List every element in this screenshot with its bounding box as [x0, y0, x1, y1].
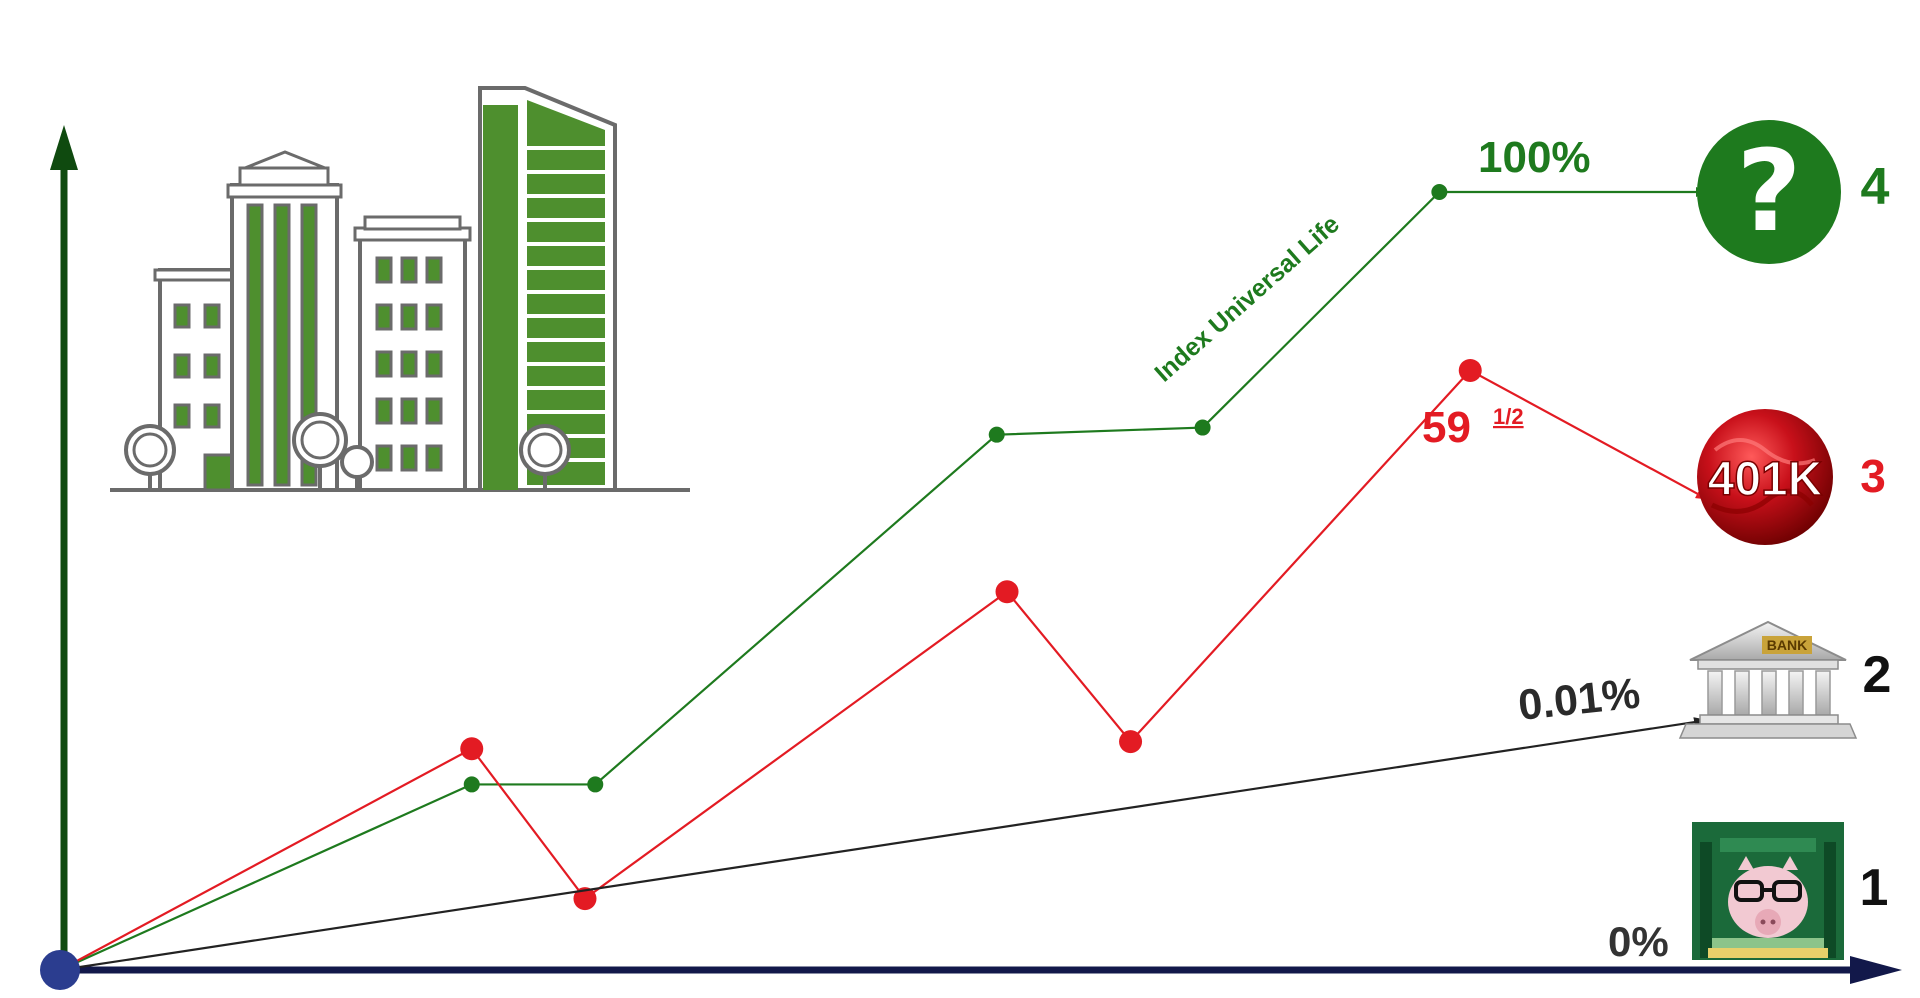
series-layer	[40, 184, 1708, 990]
y-axis-arrowhead	[50, 125, 78, 170]
question-mark-icon: ?	[1697, 120, 1841, 264]
data-point-iul-2	[587, 776, 604, 793]
k401-value-fraction: 1/2	[1493, 404, 1524, 429]
axes	[50, 125, 1902, 984]
k401-value-whole: 59	[1422, 403, 1471, 452]
x-axis-arrowhead	[1850, 956, 1902, 984]
data-point-401k-5	[1458, 358, 1482, 382]
data-point-401k-4	[1119, 730, 1143, 754]
iul-rate-label: 100%	[1478, 133, 1591, 182]
401k-badge-text: 401K	[1708, 453, 1823, 506]
rank-label-3: 3	[1860, 450, 1886, 502]
origin-point	[40, 950, 80, 990]
bank-sign-text: BANK	[1767, 637, 1807, 653]
data-point-iul-5	[1431, 184, 1448, 200]
data-point-401k-1	[460, 737, 484, 761]
rank-label-2: 2	[1863, 646, 1892, 704]
piggy-rate-label: 0%	[1608, 918, 1669, 965]
city-buildings-illustration	[110, 86, 690, 492]
data-point-401k-2	[573, 887, 597, 911]
rank-label-4: 4	[1861, 158, 1890, 216]
401k-badge-icon: 401K	[1697, 409, 1833, 545]
bank-icon: BANK	[1678, 620, 1858, 739]
data-point-iul-4	[1194, 419, 1211, 436]
data-point-401k-3	[995, 580, 1019, 604]
bank-rate-label: 0.01%	[1516, 669, 1642, 729]
data-point-iul-1	[463, 776, 480, 793]
piggy-bank-icon	[1692, 822, 1844, 960]
rank-label-1: 1	[1860, 859, 1889, 917]
svg-text:?: ?	[1737, 127, 1802, 257]
iul-line-label: Index Universal Life	[1149, 210, 1345, 388]
data-point-iul-3	[988, 426, 1005, 443]
series-line-bank	[59, 717, 1708, 972]
